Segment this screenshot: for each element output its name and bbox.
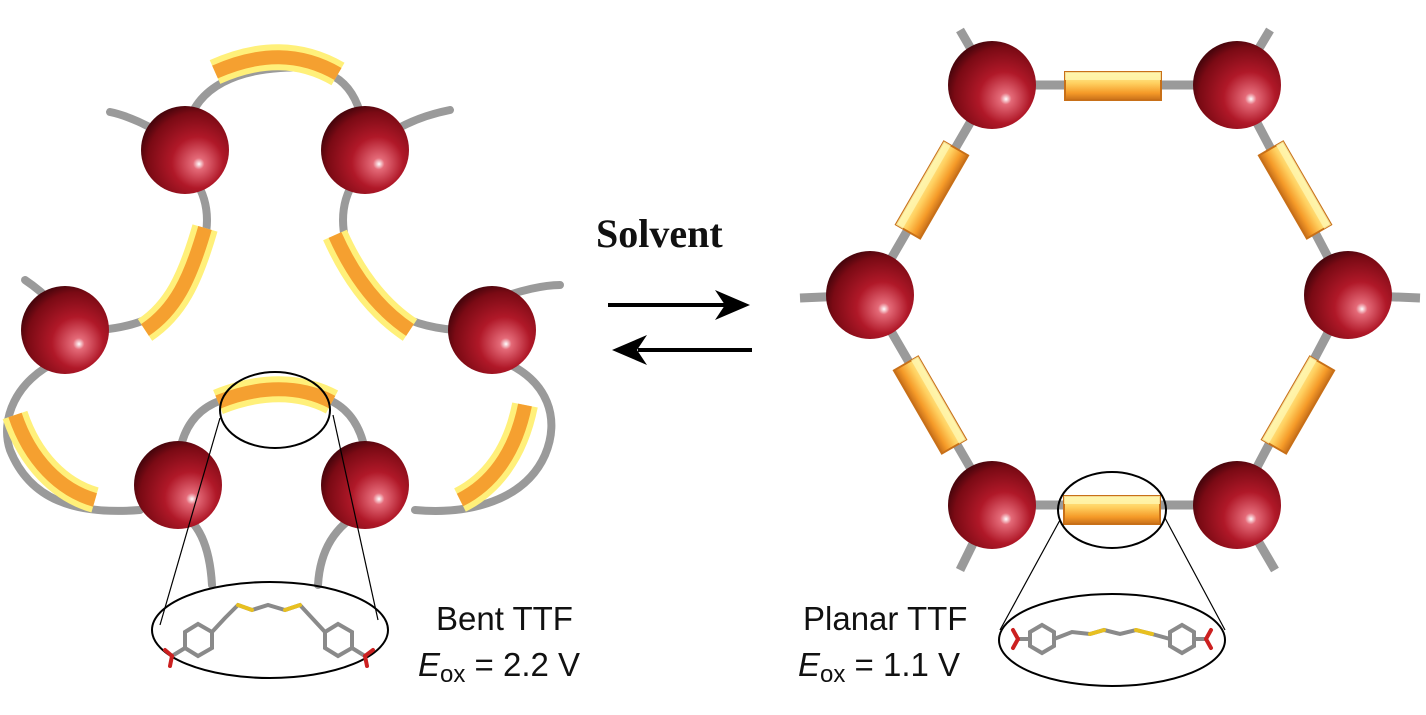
equilibrium-arrows — [608, 290, 752, 365]
right-node — [1193, 41, 1281, 129]
right-node — [826, 251, 914, 339]
left-node — [141, 106, 229, 194]
potential-value: = 2.2 V — [474, 646, 581, 683]
right-node — [948, 461, 1036, 549]
left-zoom-callout — [151, 371, 389, 679]
left-nodes — [21, 106, 536, 529]
left-node — [448, 286, 536, 374]
right-planar-network — [799, 27, 1421, 573]
left-linkers — [2, 44, 538, 513]
planar-ttf-potential: Eox = 1.1 V — [798, 646, 960, 689]
potential-symbol: E — [418, 646, 441, 683]
planar-ttf-molecule — [1011, 622, 1213, 656]
right-node — [948, 41, 1036, 129]
left-node — [321, 441, 409, 529]
planar-ttf-label: Planar TTF — [803, 600, 968, 637]
left-node — [321, 106, 409, 194]
left-node — [134, 441, 222, 529]
bent-ttf-label: Bent TTF — [436, 600, 573, 637]
potential-subscript: ox — [440, 661, 466, 688]
right-node — [1193, 461, 1281, 549]
left-bent-network — [2, 44, 564, 589]
potential-value: = 1.1 V — [854, 646, 961, 683]
potential-symbol: E — [798, 646, 821, 683]
bent-ttf-potential: Eox = 2.2 V — [418, 646, 580, 689]
reverse-arrow-head — [612, 335, 647, 365]
right-zoom-callout — [998, 471, 1226, 687]
left-node — [21, 286, 109, 374]
right-node — [1304, 251, 1392, 339]
bent-ttf-molecule — [163, 602, 375, 668]
solvent-label: Solvent — [596, 211, 723, 256]
forward-arrow-head — [715, 290, 750, 320]
right-nodes — [826, 41, 1392, 549]
potential-subscript: ox — [820, 661, 846, 688]
right-linkers — [892, 71, 1336, 525]
